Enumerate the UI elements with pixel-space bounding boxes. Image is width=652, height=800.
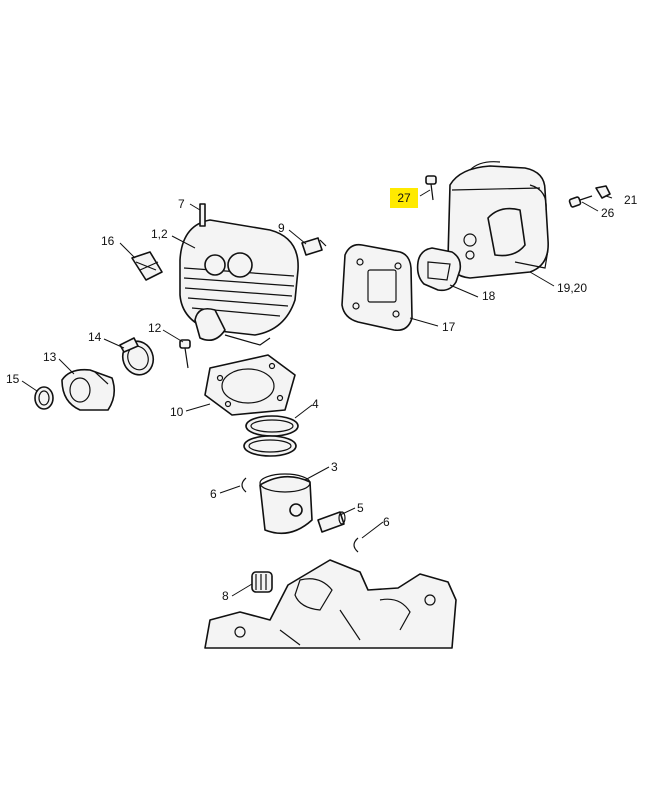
ring-15[interactable] [34,386,54,410]
callout-3: 3 [331,460,338,474]
callout-1-2: 1,2 [151,227,168,241]
callout-14: 14 [88,330,102,344]
callout-18: 18 [482,289,496,303]
callout-19-20: 19,20 [557,281,587,295]
callout-12: 12 [148,321,162,335]
leader-lines [21,189,613,597]
stud-7[interactable] [199,203,206,227]
muffler-housing[interactable] [447,161,549,279]
callout-13: 13 [43,350,57,364]
screw-26[interactable] [568,195,593,208]
callout-9: 9 [278,221,285,235]
crankcase[interactable] [204,559,457,649]
hose-clamp[interactable] [118,337,158,379]
intake-manifold[interactable] [61,368,116,411]
circlip-left[interactable] [241,477,247,493]
circlip-right[interactable] [353,537,359,553]
piston-pin[interactable] [317,511,346,533]
callout-5: 5 [357,501,364,515]
piston-rings[interactable] [243,415,299,457]
callout-7: 7 [178,197,185,211]
needle-cage[interactable] [251,571,273,593]
screw-27[interactable] [425,175,437,201]
callout-17: 17 [442,320,456,334]
nut-21[interactable] [595,185,611,199]
callout-21: 21 [624,193,638,207]
callout-10: 10 [170,405,184,419]
muffler-gasket[interactable] [416,247,462,292]
callout-15: 15 [6,372,20,386]
highlight-27 [390,188,418,208]
callout-26: 26 [601,206,615,220]
callout-16: 16 [101,234,115,248]
decompression-valve[interactable] [301,237,327,256]
spark-plug[interactable] [131,251,163,281]
piston[interactable] [259,473,313,535]
callout-6-left: 6 [210,487,217,501]
spacer-plate[interactable] [341,243,413,332]
cylinder[interactable] [179,219,299,346]
screw-12[interactable] [179,339,191,369]
cylinder-gasket[interactable] [204,354,296,416]
callout-6-right: 6 [383,515,390,529]
callout-8: 8 [222,589,229,603]
callout-4: 4 [312,397,319,411]
callout-27: 27 [397,191,411,205]
